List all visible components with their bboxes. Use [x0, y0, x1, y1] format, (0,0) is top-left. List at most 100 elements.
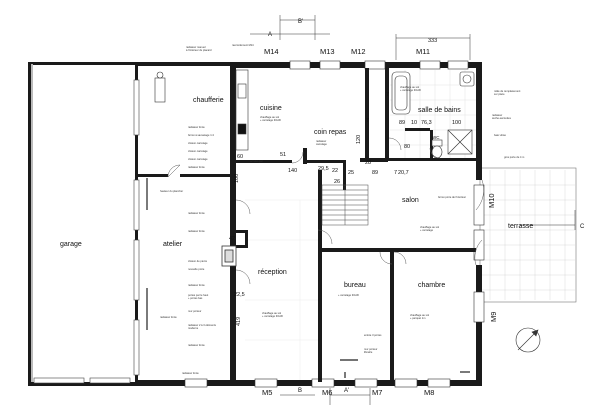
note-sdb-1: chauffage au sol+ carrelage 30x30 [400, 85, 421, 92]
windows [184, 60, 485, 388]
note-right-2: gros porte de 4 m [504, 155, 524, 159]
room-label-salle-de-bains: salle de bains [418, 107, 461, 114]
marker-m14: M14 [264, 47, 279, 56]
terrace-grid [480, 170, 575, 300]
marker-m10: M10 [487, 193, 496, 208]
boiler [154, 71, 166, 103]
room-label-bureau: bureau [344, 282, 366, 289]
dim-22: 22 [332, 168, 338, 174]
note-left-1: radiateur fonte [188, 125, 205, 129]
note-top-2: raccordement M14 [232, 43, 254, 47]
washbasin [459, 71, 475, 87]
note-left-13: radiateur fonte [188, 283, 205, 287]
dim-10: 10 [411, 120, 417, 126]
section-label-b-prime: B' [298, 19, 303, 25]
note-left-6: radiateur fonte [188, 165, 205, 169]
dim-25: 25 [348, 170, 354, 176]
note-reception: chauffage au sol+ carrelage 30x30 [262, 311, 283, 318]
dim-76-3: 76,3 [421, 120, 432, 126]
note-right-3: baie vitrée [494, 133, 507, 137]
interior-walls [138, 68, 476, 382]
note-bottom-1: radiateur fonte [182, 371, 199, 375]
section-label-c: C [580, 224, 585, 230]
dim-89b: 89 [372, 170, 378, 176]
dim-333: 333 [428, 38, 437, 44]
marker-m9: M9 [489, 312, 498, 322]
dim-89: 89 [399, 120, 405, 126]
room-label-chambre: chambre [418, 282, 445, 289]
marker-m5: M5 [262, 388, 272, 397]
marker-m13: M13 [320, 47, 335, 56]
note-left-3: cloison carrelage [188, 141, 208, 145]
note-left-8: arrivée gaz [250, 159, 264, 163]
room-label-terrasse: terrasse [508, 223, 533, 230]
section-label-a-prime: A' [344, 388, 349, 394]
radiators [146, 178, 470, 378]
north-arrow-icon [515, 327, 541, 353]
dim-140: 140 [288, 168, 297, 174]
dim-120: 120 [356, 135, 362, 144]
dim-51: 51 [280, 152, 286, 158]
outer-walls [138, 62, 482, 386]
dim-20-7: 20,7 [398, 170, 409, 176]
note-bureau: + carrelage 30x30 [338, 293, 359, 297]
kitchen-counter [235, 69, 249, 151]
dim-419: 419 [236, 317, 242, 326]
room-label-reception: réception [258, 269, 287, 276]
note-left-7: hauteur du plancher [160, 189, 183, 193]
dim-22-5: 22,5 [234, 292, 245, 298]
dim-7c: 7 [394, 170, 397, 176]
dim-7a: 7 [386, 92, 389, 98]
note-left-2: fermé à sauvetage 1:4 [188, 133, 214, 137]
section-label-b: B [298, 388, 302, 394]
note-chambre: chauffage au sol+ parquet 1m [410, 313, 429, 320]
note-left-4: cloison carrelage [188, 149, 208, 153]
note-left-15: mur porteur [188, 309, 202, 313]
dim-26: 26 [334, 179, 340, 185]
dim-28: 28 [365, 160, 371, 166]
note-chauffage-cuisine: chauffage au sol+ carrelage 30x30 [260, 115, 281, 122]
note-left-18: radiateur fonte [188, 343, 205, 347]
room-label-atelier: atelier [163, 241, 183, 248]
note-bottom-2: entrée 3 portes [364, 333, 382, 337]
dim-80: 80 [404, 144, 410, 150]
shower [447, 129, 473, 155]
note-salon-2: chauffage au sol+ carrelage [420, 225, 439, 232]
marker-m11: M11 [416, 47, 430, 56]
section-line-right [520, 210, 576, 230]
room-label-salon: salon [402, 197, 419, 204]
dim-100b: 100 [234, 174, 240, 183]
note-left-5: cloison carrelage [188, 157, 208, 161]
dim-29-5: 29,5 [318, 166, 329, 172]
door-swings [167, 137, 484, 285]
dim-42: 42 [229, 236, 235, 242]
note-left-9: radiateur fonte [188, 211, 205, 215]
garage-doors [33, 79, 140, 384]
section-label-a: A [268, 32, 272, 38]
dim-100: 100 [452, 120, 461, 126]
wc-bowl [431, 139, 443, 159]
fireplace [221, 245, 237, 267]
note-salon: fermé porte de l'intérieur [438, 195, 466, 199]
staircase [321, 184, 369, 226]
room-label-cuisine: cuisine [260, 105, 282, 112]
note-left-10: radiateur fonte [188, 229, 205, 233]
note-left-11: cloison de pierre [188, 259, 208, 263]
bathtub [391, 71, 411, 115]
marker-m8: M8 [424, 388, 434, 397]
note-left-14: portes par le haut+ portes bas [188, 293, 208, 300]
section-line-top [250, 15, 471, 60]
marker-m12: M12 [351, 47, 366, 56]
room-label-wc: WC [432, 135, 440, 140]
note-left-12: nouvelle porte [188, 267, 205, 271]
marker-m7: M7 [372, 388, 382, 397]
dim-7b: 7 [366, 118, 369, 124]
section-line-bottom [280, 388, 371, 405]
